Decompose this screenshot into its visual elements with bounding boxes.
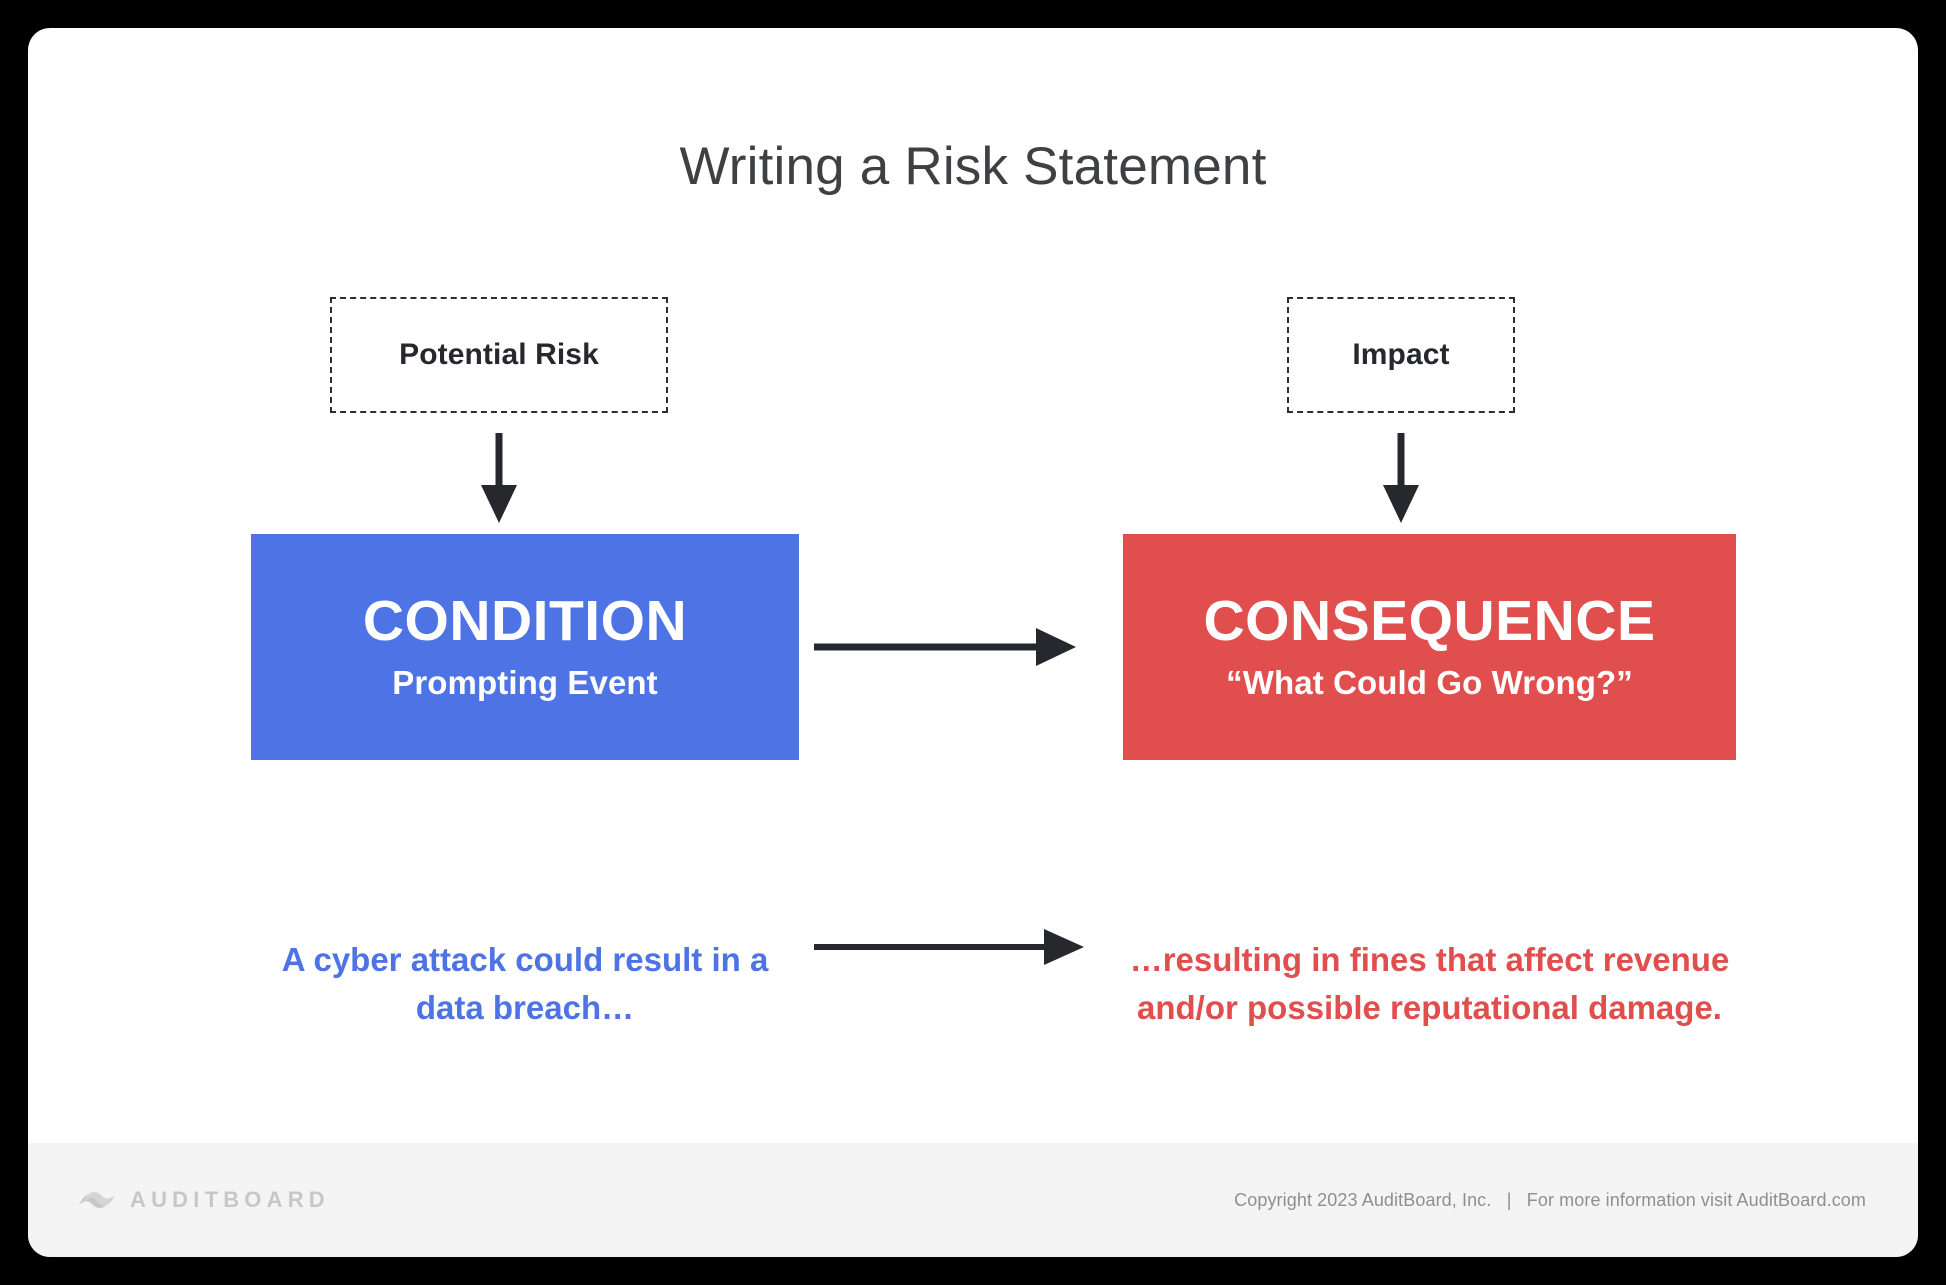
example-text-condition: A cyber attack could result in a data br… [281, 941, 769, 1026]
example-text-consequence: …resulting in fines that affect revenue … [1129, 941, 1730, 1026]
brand-logo: AUDITBOARD [78, 1186, 330, 1214]
block-condition-subtitle: Prompting Event [392, 664, 658, 702]
arrow-down-icon-left [476, 433, 522, 525]
block-consequence-subtitle: “What Could Go Wrong?” [1226, 664, 1633, 702]
arrow-down-icon-right [1378, 433, 1424, 525]
block-condition: CONDITION Prompting Event [251, 534, 799, 760]
auditboard-eye-icon [78, 1186, 116, 1214]
arrow-right-icon-blocks [814, 625, 1078, 669]
arrow-right-icon-examples [814, 925, 1086, 969]
footer-copyright: Copyright 2023 AuditBoard, Inc. | For mo… [1234, 1189, 1866, 1210]
label-box-impact: Impact [1287, 297, 1515, 413]
footer-bar: AUDITBOARD Copyright 2023 AuditBoard, In… [28, 1143, 1918, 1257]
label-impact: Impact [1352, 338, 1450, 371]
block-condition-heading: CONDITION [362, 588, 688, 653]
slide-card: Writing a Risk Statement Potential Risk … [28, 28, 1918, 1257]
block-consequence: CONSEQUENCE “What Could Go Wrong?” [1123, 534, 1736, 760]
block-consequence-heading: CONSEQUENCE [1203, 588, 1656, 653]
brand-wordmark: AUDITBOARD [130, 1187, 330, 1212]
page-title: Writing a Risk Statement [679, 137, 1267, 196]
label-box-potential-risk: Potential Risk [330, 297, 668, 413]
label-potential-risk: Potential Risk [399, 338, 599, 371]
